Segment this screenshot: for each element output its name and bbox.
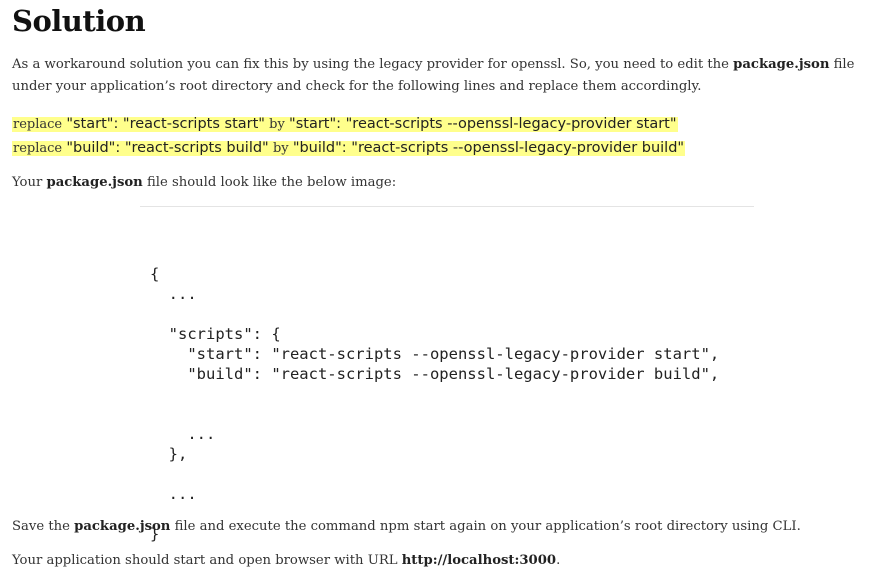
code-line [150, 384, 719, 404]
code-line: ... [150, 285, 197, 303]
save-paragraph: Save the package.json file and execute t… [12, 516, 862, 538]
url-text-1: Your application should start and open b… [12, 553, 402, 568]
code-line: { [150, 265, 160, 283]
code-line: }, [150, 445, 188, 463]
new-start-script: "start": "react-scripts --openssl-legacy… [289, 116, 677, 132]
replace-word: replace [13, 141, 63, 156]
intro-filename: package.json [733, 57, 830, 72]
by-word: by [272, 141, 289, 156]
code-block: { ... "scripts": { "start": "react-scrip… [150, 224, 719, 581]
localhost-url: http://localhost:3000 [401, 553, 557, 568]
section-heading: Solution [12, 4, 146, 38]
new-build-script: "build": "react-scripts --openssl-legacy… [292, 140, 685, 156]
intro-text-1: As a workaround solution you can fix thi… [12, 57, 734, 72]
intro-paragraph: As a workaround solution you can fix thi… [12, 54, 862, 98]
look-text-2: file should look like the below image: [142, 175, 397, 190]
replacement-line-build: replace "build": "react-scripts build" b… [12, 138, 686, 158]
url-text-2: . [556, 553, 561, 568]
save-filename: package.json [74, 519, 171, 534]
code-line: "scripts": { [150, 325, 281, 343]
look-text-1: Your [12, 175, 47, 190]
by-word: by [269, 117, 285, 132]
code-line: ... [150, 485, 197, 503]
code-line [150, 404, 719, 424]
code-divider [140, 206, 754, 207]
intro-text-2: file under your application’s root direc… [12, 57, 855, 94]
url-paragraph: Your application should start and open b… [12, 550, 862, 572]
old-start-script: "start": "react-scripts start" [66, 116, 265, 132]
code-line: } [150, 525, 160, 543]
code-line: "start": "react-scripts --openssl-legacy… [150, 345, 720, 363]
save-text-2: file and execute the command npm start a… [170, 519, 801, 534]
replace-word: replace [13, 117, 63, 132]
replacement-line-start: replace "start": "react-scripts start" b… [12, 114, 678, 134]
code-line [150, 304, 719, 324]
code-line [150, 464, 719, 484]
code-line: ... [150, 425, 216, 443]
code-line: "build": "react-scripts --openssl-legacy… [150, 365, 720, 383]
look-paragraph: Your package.json file should look like … [12, 172, 862, 194]
look-filename: package.json [46, 175, 143, 190]
old-build-script: "build": "react-scripts build" [66, 140, 269, 156]
save-text-1: Save the [12, 519, 75, 534]
